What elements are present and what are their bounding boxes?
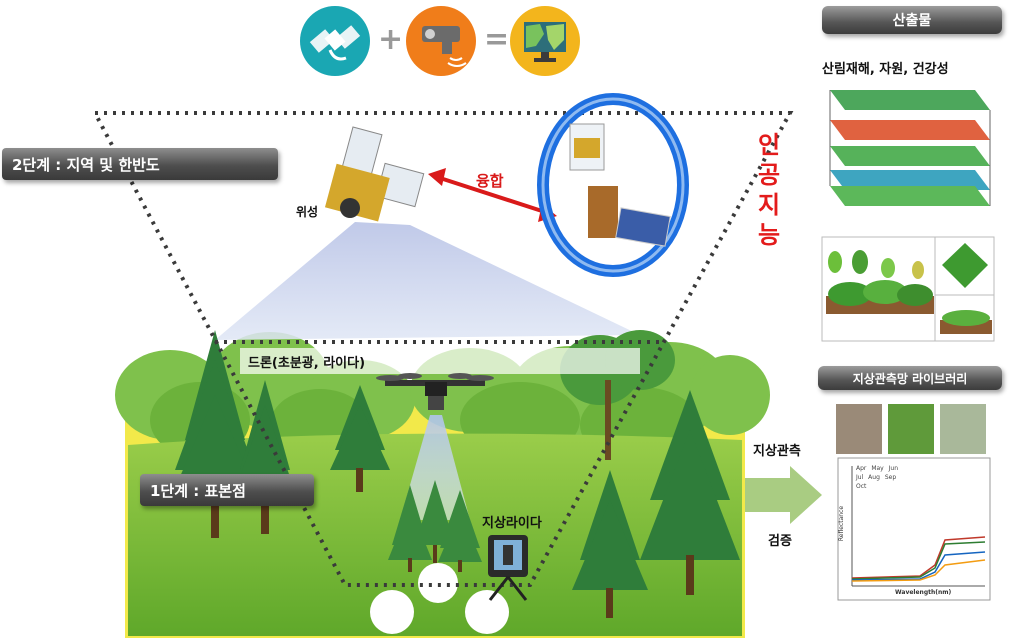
ground-lidar-icon <box>488 535 528 601</box>
plus-icon: + <box>378 22 404 57</box>
camera-sensor-icon <box>406 6 476 76</box>
legend-item: Sep <box>884 474 897 481</box>
spectral-ylabel: Reflectance <box>838 505 846 542</box>
ai-char-4: 능 <box>758 221 781 249</box>
drone-icon <box>376 373 494 410</box>
satellite-image <box>324 126 425 222</box>
ai-char-1: 인 <box>758 131 781 159</box>
ai-char-2: 공 <box>758 161 781 189</box>
equals-icon: = <box>484 22 510 57</box>
legend-item: Oct <box>856 483 867 490</box>
spectral-legend: Apr May Jun Jul Aug Sep Oct <box>856 464 936 491</box>
satellite-label: 위성 <box>296 205 319 219</box>
forest-map-layers <box>829 90 991 206</box>
legend-item: Apr <box>856 465 867 472</box>
tree-structure-panel <box>821 236 995 342</box>
satellite-icon <box>300 6 370 76</box>
spectral-xlabel: Wavelength(nm) <box>895 589 952 596</box>
stage1-label: 1단계 : 표본점 <box>140 474 314 506</box>
legend-item: Jul <box>856 474 864 481</box>
outputs-subtitle: 산림재해, 자원, 건강성 <box>822 62 949 77</box>
fusion-label: 융합 <box>476 172 504 190</box>
spectral-chart <box>837 457 991 601</box>
outputs-header: 산출물 <box>822 6 1002 34</box>
ai-vertical-label: 인 공 지 능 <box>758 130 788 250</box>
stage2-label: 2단계 : 지역 및 한반도 <box>2 148 278 180</box>
legend-item: Aug <box>868 474 880 481</box>
library-header: 지상관측망 라이브러리 <box>818 366 1002 390</box>
ground-lidar-label: 지상라이다 <box>482 516 542 531</box>
ai-char-3: 지 <box>758 191 781 219</box>
verify-label: 검증 <box>768 534 792 549</box>
ground-obs-label: 지상관측 <box>753 444 801 459</box>
legend-item: May <box>871 465 884 472</box>
legend-item: Jun <box>888 465 899 472</box>
monitor-map-icon <box>510 6 580 76</box>
drone-label: 드론(초분광, 라이다) <box>248 356 366 371</box>
